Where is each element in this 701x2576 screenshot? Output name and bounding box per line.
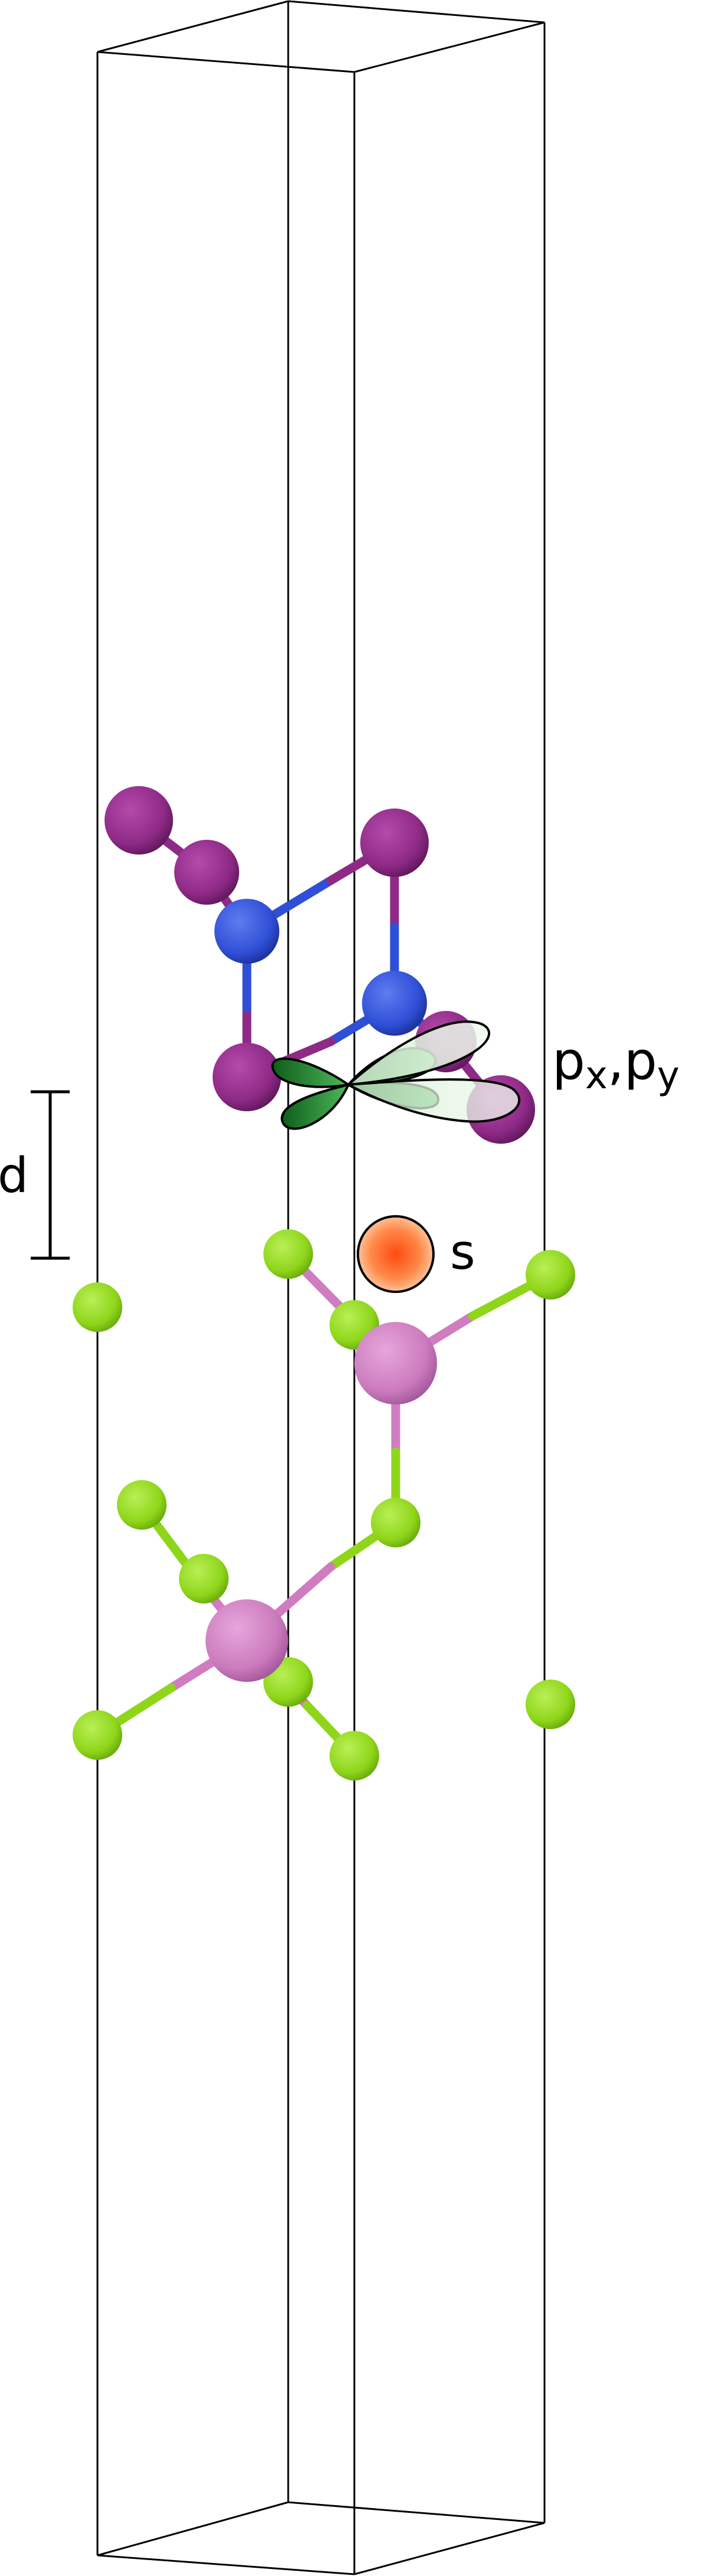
bromine-atom bbox=[213, 1043, 281, 1111]
p-orbital bbox=[271, 1020, 521, 1130]
fluorine-atom bbox=[371, 1498, 420, 1547]
p-orbital-lobe bbox=[281, 1083, 351, 1130]
s-orbital bbox=[357, 1215, 435, 1293]
atoms-lower bbox=[73, 1229, 575, 1780]
cell-edge bbox=[97, 2554, 355, 2575]
p-orbital-lobe bbox=[344, 1078, 521, 1123]
distance-label: d bbox=[0, 1148, 28, 1204]
cell-edge bbox=[288, 0, 545, 24]
bromine-atom bbox=[105, 786, 173, 855]
phosphorus-atom bbox=[354, 1322, 437, 1405]
p-label-sub-x: x bbox=[585, 1054, 608, 1098]
cell-edge bbox=[354, 2522, 545, 2575]
cell-edge bbox=[97, 51, 355, 73]
fluorine-atom bbox=[526, 1250, 575, 1300]
nitrogen-atom bbox=[214, 899, 279, 964]
distance-marker bbox=[31, 1090, 70, 1260]
bonds bbox=[93, 816, 555, 1760]
p-label-main-2: p bbox=[624, 1030, 657, 1091]
cell-edge bbox=[288, 2501, 545, 2524]
fluorine-atom bbox=[117, 1480, 167, 1530]
p-orbital-lobe bbox=[271, 1057, 352, 1088]
p-orbital-lobe bbox=[345, 1020, 490, 1086]
s-orbital-sphere bbox=[357, 1215, 435, 1293]
p-label-main: p bbox=[552, 1030, 585, 1091]
fluorine-atom bbox=[330, 1731, 379, 1780]
bromine-atom bbox=[174, 840, 239, 905]
cell-edge bbox=[354, 21, 545, 73]
fluorine-atom bbox=[263, 1229, 313, 1279]
phosphorus-atom bbox=[206, 1599, 288, 1682]
fluorine-atom bbox=[73, 1710, 122, 1760]
bromine-atom bbox=[360, 809, 429, 877]
p-label-sub-y: y bbox=[657, 1054, 680, 1098]
fluorine-atom bbox=[73, 1282, 122, 1332]
nitrogen-atom bbox=[362, 971, 427, 1036]
p-label-separator: , bbox=[608, 1030, 624, 1091]
fluorine-atom bbox=[179, 1554, 229, 1603]
cell-edge bbox=[97, 2501, 289, 2557]
p-orbital-label: px,py bbox=[552, 1030, 679, 1098]
cell-edge bbox=[97, 0, 289, 53]
s-orbital-label: s bbox=[450, 1225, 475, 1281]
fluorine-atom bbox=[526, 1680, 575, 1729]
